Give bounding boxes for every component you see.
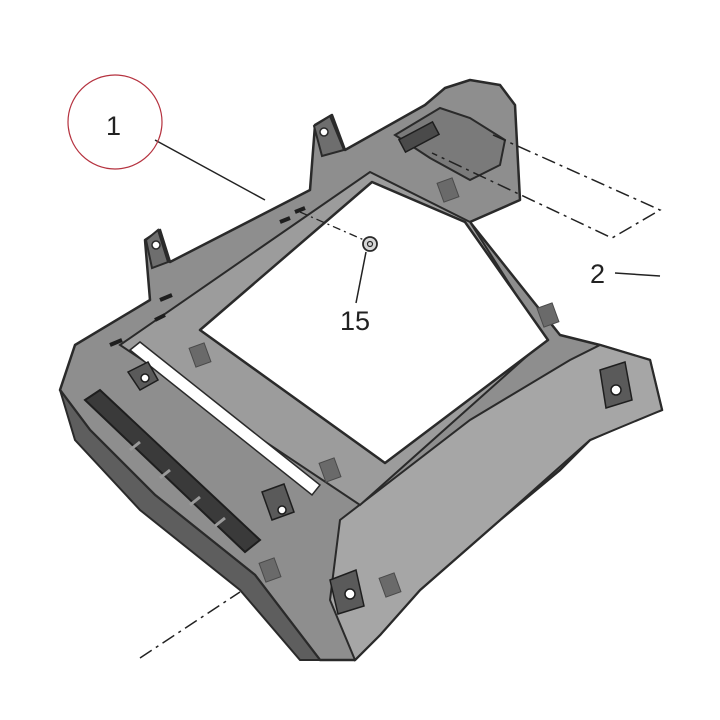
fastener-part-15 xyxy=(362,236,378,252)
mounting-tab-top xyxy=(312,114,346,158)
screw-boss-center xyxy=(261,483,295,521)
callout-1-label: 1 xyxy=(106,111,121,141)
bracket-clip xyxy=(397,120,441,154)
leader-line-2 xyxy=(614,272,661,277)
centerline-lower xyxy=(139,591,241,659)
callout-15-label: 15 xyxy=(340,306,370,336)
screw-boss-right xyxy=(599,361,633,409)
callout-2-label: 2 xyxy=(590,259,605,289)
center-opening xyxy=(198,180,550,465)
edge-clips xyxy=(109,206,306,347)
leader-line-1 xyxy=(154,139,266,201)
callout-1-highlight-circle xyxy=(67,74,163,170)
right-bracket xyxy=(393,106,507,182)
frame-side-wall xyxy=(59,389,323,661)
lower-rail xyxy=(83,388,262,554)
material-marking-patches xyxy=(188,177,560,598)
front-ledge xyxy=(128,341,322,497)
mounting-tab-top-left xyxy=(144,228,170,270)
screw-boss-left xyxy=(126,361,160,391)
centerline-part-15 xyxy=(299,211,365,241)
lower-rail-slots xyxy=(129,440,226,528)
screw-boss-bottom xyxy=(329,568,365,615)
leader-line-15 xyxy=(355,251,367,304)
frame-right-panel xyxy=(328,343,664,662)
centerline-upper xyxy=(431,134,662,239)
